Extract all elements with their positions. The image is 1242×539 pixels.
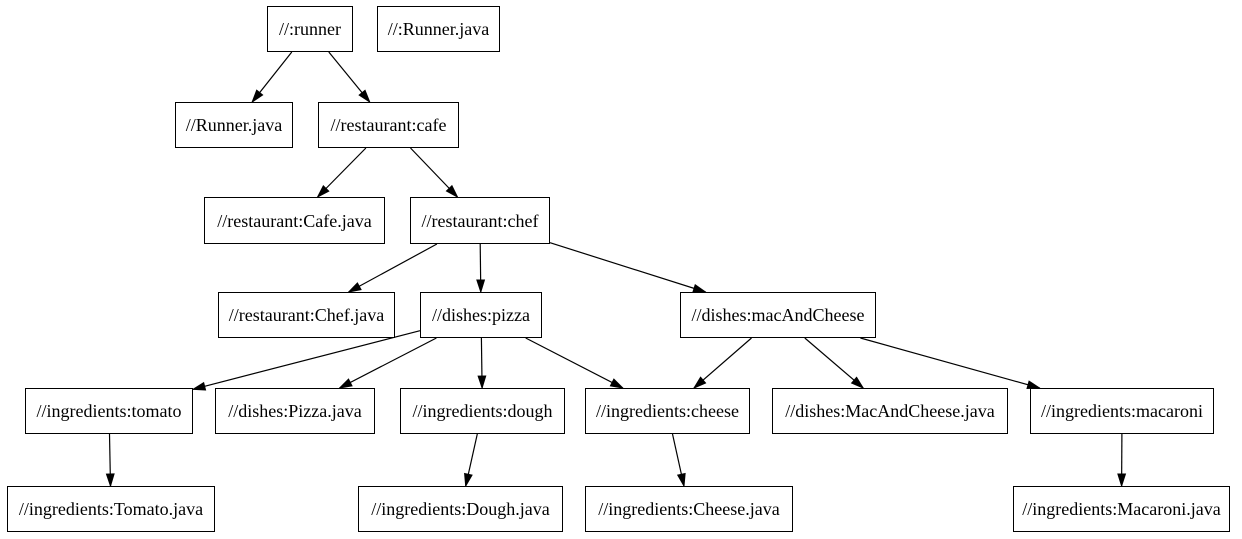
graph-node-tomato-java: //ingredients:Tomato.java <box>7 486 215 532</box>
graph-node-macaroni-java: //ingredients:Macaroni.java <box>1013 486 1230 532</box>
edge-pizza-to-cheese <box>525 337 623 388</box>
edge-cafe-to-cafe-java <box>318 147 367 197</box>
edge-mac-and-cheese-to-mac-and-cheese-java <box>804 337 863 388</box>
edge-dough-to-dough-java <box>466 433 478 486</box>
edge-tomato-to-tomato-java <box>110 433 111 486</box>
edge-mac-and-cheese-to-cheese <box>694 337 752 388</box>
edge-runner-to-cafe <box>328 51 370 102</box>
graph-node-chef-java: //restaurant:Chef.java <box>218 292 395 338</box>
graph-node-dough: //ingredients:dough <box>400 388 565 434</box>
graph-node-cafe-java: //restaurant:Cafe.java <box>204 197 385 244</box>
edge-chef-to-mac-and-cheese <box>549 242 706 293</box>
graph-node-chef: //restaurant:chef <box>410 197 550 244</box>
graph-node-runner-java: //Runner.java <box>175 102 293 148</box>
graph-node-cheese-java: //ingredients:Cheese.java <box>585 486 793 532</box>
graph-node-mac-and-cheese: //dishes:macAndCheese <box>680 292 876 338</box>
edge-chef-to-pizza <box>480 243 481 292</box>
graph-node-macaroni: //ingredients:macaroni <box>1030 388 1214 434</box>
edge-cheese-to-cheese-java <box>671 433 685 486</box>
graph-node-tomato: //ingredients:tomato <box>25 388 193 434</box>
graph-node-mac-and-cheese-java: //dishes:MacAndCheese.java <box>772 388 1008 434</box>
graph-node-dough-java: //ingredients:Dough.java <box>358 486 563 532</box>
edge-cafe-to-chef <box>410 147 458 197</box>
graph-node-cheese: //ingredients:cheese <box>585 388 750 434</box>
graph-node-pizza-java: //dishes:Pizza.java <box>215 388 375 434</box>
graph-node-runner-java-file: //:Runner.java <box>377 6 500 52</box>
edge-mac-and-cheese-to-macaroni <box>860 337 1039 388</box>
edge-pizza-to-dough <box>481 337 482 388</box>
edge-runner-to-runner-java <box>252 51 293 102</box>
edge-chef-to-chef-java <box>349 243 438 292</box>
graph-node-runner: //:runner <box>267 6 353 52</box>
graph-node-cafe: //restaurant:cafe <box>318 102 459 148</box>
edge-group <box>110 51 1122 486</box>
edge-pizza-to-pizza-java <box>340 337 437 388</box>
edge-pizza-to-tomato <box>193 330 421 390</box>
graph-node-pizza: //dishes:pizza <box>420 292 542 338</box>
